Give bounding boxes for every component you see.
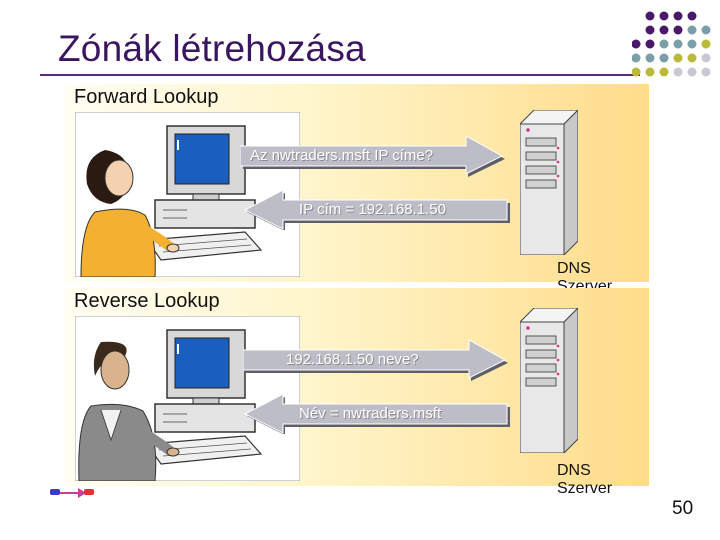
reverse-reply-arrow: Név = nwtraders.msft	[243, 394, 511, 434]
server-tower-icon	[520, 110, 578, 255]
man-at-computer-illustration	[75, 316, 300, 481]
navigation-arrows-icon[interactable]	[50, 486, 94, 500]
reverse-lookup-label: Reverse Lookup	[74, 290, 220, 312]
forward-reply-arrow: IP cím = 192.168.1.50	[243, 190, 511, 230]
right-arrow-icon	[243, 340, 508, 381]
reverse-server-label: DNS Szerver	[557, 462, 613, 497]
server-tower-icon	[520, 308, 578, 453]
forward-query-arrow: Az nwtraders.msft IP címe?	[240, 136, 510, 178]
reverse-query-arrow: 192.168.1.50 neve?	[243, 340, 513, 382]
right-arrow-icon	[240, 136, 505, 177]
title-underline	[40, 74, 640, 76]
reverse-query-text: 192.168.1.50 neve?	[286, 351, 419, 368]
forward-query-text: Az nwtraders.msft IP címe?	[250, 147, 434, 164]
forward-lookup-panel: Forward Lookup Az nwtraders.msft IP címe…	[65, 84, 649, 295]
left-arrow-icon	[243, 190, 510, 230]
forward-reply-text: IP cím = 192.168.1.50	[299, 201, 446, 218]
left-arrow-icon	[243, 394, 510, 434]
woman-at-computer-illustration	[75, 112, 300, 277]
reverse-reply-text: Név = nwtraders.msft	[299, 405, 442, 422]
forward-lookup-label: Forward Lookup	[74, 86, 219, 108]
slide-title: Zónák létrehozása	[58, 28, 366, 69]
page-number: 50	[672, 498, 694, 519]
reverse-lookup-panel: Reverse Lookup 192.168.1.50 neve? Név = …	[65, 288, 649, 497]
decorative-dot-grid	[632, 11, 711, 77]
